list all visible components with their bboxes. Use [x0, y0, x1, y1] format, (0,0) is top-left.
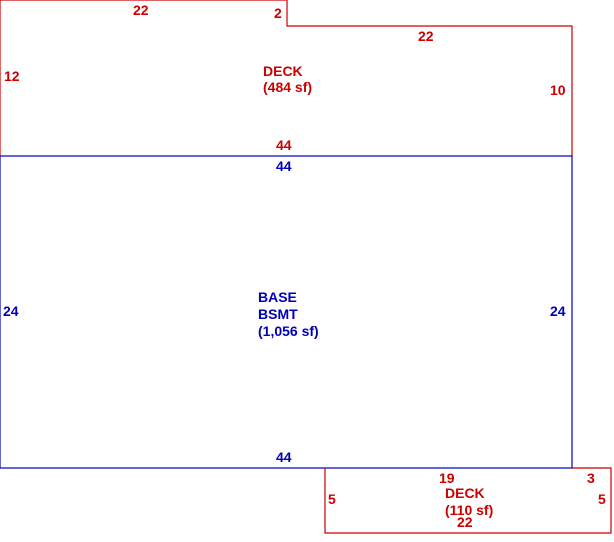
upper-deck-dim-step: 2 — [274, 5, 282, 21]
base-name-line1: BASE — [258, 289, 297, 305]
lower-deck-dim-bottom: 22 — [457, 514, 473, 530]
base-dim-top: 44 — [276, 158, 292, 174]
upper-deck-dim-right: 10 — [550, 82, 566, 98]
upper-deck-dim-left: 12 — [4, 68, 20, 84]
base-dim-right: 24 — [550, 303, 566, 319]
upper-deck-dim-bottom: 44 — [276, 137, 292, 153]
lower-deck-area: (110 sf) — [445, 502, 493, 518]
base-dim-bottom: 44 — [276, 449, 292, 465]
lower-deck-outline[interactable] — [324, 467, 612, 534]
upper-deck-dim-top-right: 22 — [418, 28, 434, 44]
lower-deck-dim-left: 5 — [328, 491, 336, 507]
base-name-line2: BSMT — [258, 306, 298, 322]
lower-deck-name: DECK — [445, 485, 485, 501]
lower-deck-dim-right: 5 — [598, 491, 606, 507]
lower-deck-dim-step: 3 — [587, 470, 595, 486]
upper-deck-outline[interactable] — [0, 0, 573, 156]
base-bsmt-outline[interactable] — [0, 155, 573, 469]
upper-deck-dim-top-left: 22 — [133, 2, 149, 18]
upper-deck-area: (484 sf) — [263, 79, 312, 95]
lower-deck-dim-top: 19 — [439, 470, 455, 486]
upper-deck-name: DECK — [263, 63, 303, 79]
base-area: (1,056 sf) — [258, 323, 319, 339]
base-dim-left: 24 — [3, 303, 19, 319]
